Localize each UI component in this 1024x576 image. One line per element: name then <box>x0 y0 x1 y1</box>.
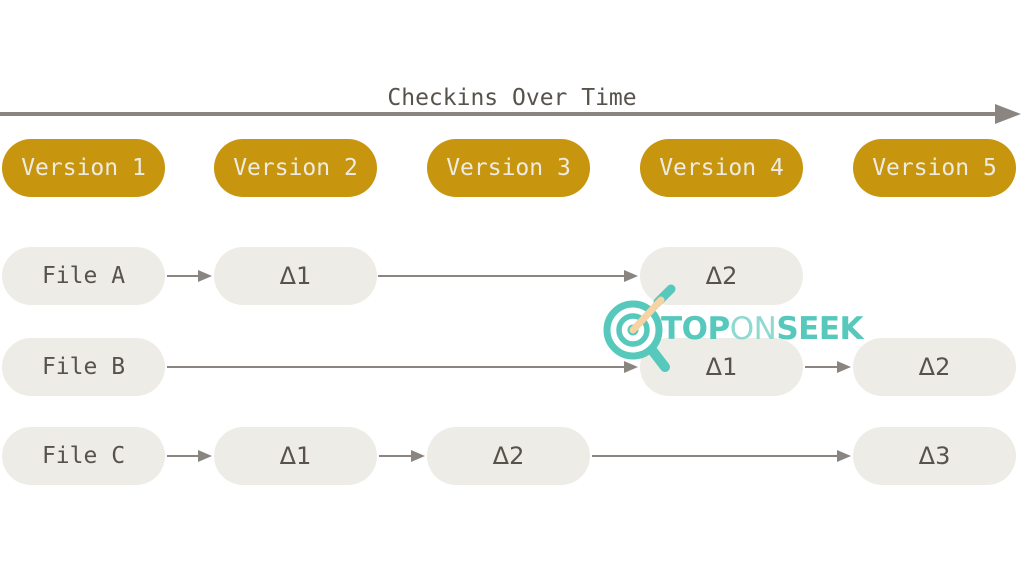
timeline-axis <box>0 112 996 116</box>
file-a-delta-1: Δ1 <box>214 247 377 305</box>
arrowhead-icon <box>198 270 212 282</box>
file-c-box: File C <box>2 427 165 485</box>
version-pill-3: Version 3 <box>427 139 590 197</box>
file-c-delta-2: Δ2 <box>427 427 590 485</box>
version-pill-1: Version 1 <box>2 139 165 197</box>
file-c-delta-3: Δ3 <box>853 427 1016 485</box>
arrowhead-icon <box>411 450 425 462</box>
arrowhead-icon <box>624 361 638 373</box>
timeline-arrowhead-icon <box>995 104 1021 124</box>
file-b-delta-2: Δ2 <box>853 338 1016 396</box>
file-b-delta-1: Δ1 <box>640 338 803 396</box>
file-a-box: File A <box>2 247 165 305</box>
version-pill-5: Version 5 <box>853 139 1016 197</box>
timeline-title: Checkins Over Time <box>387 85 637 111</box>
file-c-delta-1: Δ1 <box>214 427 377 485</box>
arrowhead-icon <box>837 450 851 462</box>
version-pill-2: Version 2 <box>214 139 377 197</box>
file-a-delta-2: Δ2 <box>640 247 803 305</box>
file-b-box: File B <box>2 338 165 396</box>
arrowhead-icon <box>198 450 212 462</box>
version-pill-4: Version 4 <box>640 139 803 197</box>
arrowhead-icon <box>837 361 851 373</box>
arrowhead-icon <box>624 270 638 282</box>
